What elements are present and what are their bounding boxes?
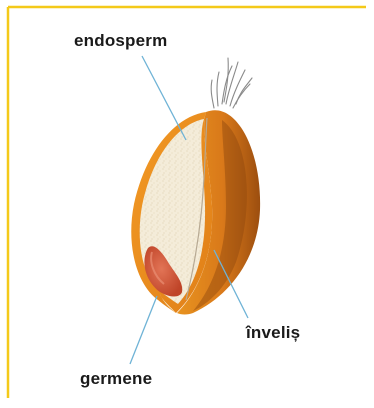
- grain-brush-hairs: [211, 58, 252, 108]
- germene-label: germene: [80, 369, 152, 389]
- germene-leader-line: [130, 296, 157, 364]
- invelis-label: înveliș: [246, 323, 300, 343]
- endosperm-leader-line: [142, 56, 186, 140]
- endosperm-label: endosperm: [74, 31, 167, 51]
